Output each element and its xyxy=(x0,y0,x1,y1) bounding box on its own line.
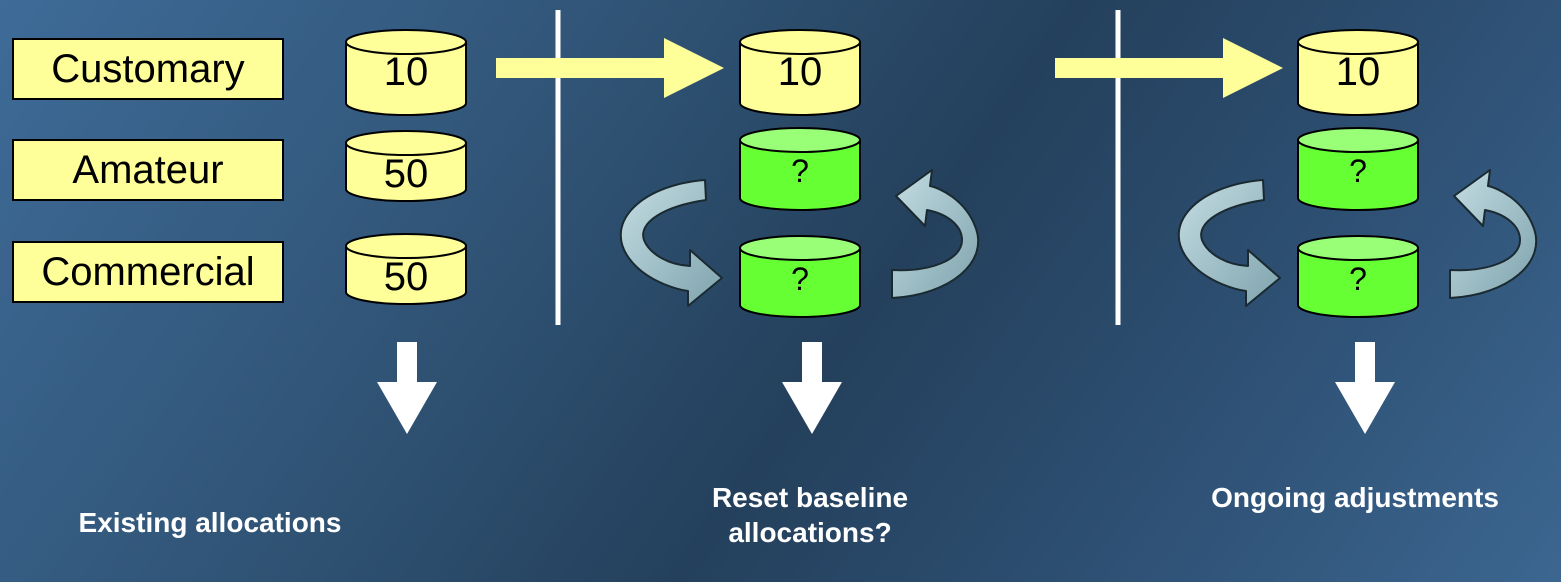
cylinder-customary xyxy=(345,29,467,116)
caption-reset-baseline: Reset baseline allocations? xyxy=(711,482,909,548)
cylinder-stage2-green-upper xyxy=(739,127,861,211)
value-stage3-top: 10 xyxy=(1335,50,1381,94)
value-stage2-pool-lower: ? xyxy=(791,261,809,297)
value-stage3-pool-upper: ? xyxy=(1349,153,1367,189)
down-arrow-3 xyxy=(1335,342,1395,434)
cylinder-commercial xyxy=(345,233,467,305)
cycle-arrow-right-stage3 xyxy=(1449,169,1538,299)
transfer-arrow-1 xyxy=(496,38,724,98)
cylinder-stage3-green-lower xyxy=(1297,235,1419,318)
cylinder-amateur xyxy=(345,130,467,202)
category-label-customary: Customary xyxy=(12,38,284,100)
caption-existing-allocations: Existing allocations xyxy=(78,507,342,538)
cylinder-stage2-top xyxy=(739,29,861,116)
cycle-arrow-left-stage3 xyxy=(1177,179,1281,307)
cylinder-stage3-green-upper xyxy=(1297,127,1419,211)
category-label-amateur: Amateur xyxy=(12,139,284,201)
value-stage2-pool-upper: ? xyxy=(791,153,809,189)
cycle-arrow-left-stage2 xyxy=(619,179,723,307)
value-stage2-top: 10 xyxy=(777,50,823,94)
value-customary: 10 xyxy=(383,50,429,94)
category-label-commercial: Commercial xyxy=(12,241,284,303)
caption-ongoing-adjustments: Ongoing adjustments xyxy=(1211,482,1499,513)
transfer-arrow-2 xyxy=(1055,38,1283,98)
cylinder-stage2-green-lower xyxy=(739,235,861,318)
down-arrow-2 xyxy=(782,342,842,434)
value-commercial: 50 xyxy=(383,255,429,299)
down-arrow-1 xyxy=(377,342,437,434)
value-stage3-pool-lower: ? xyxy=(1349,261,1367,297)
cylinder-stage3-top xyxy=(1297,29,1419,116)
value-amateur: 50 xyxy=(383,152,429,196)
cycle-arrow-right-stage2 xyxy=(891,169,980,299)
